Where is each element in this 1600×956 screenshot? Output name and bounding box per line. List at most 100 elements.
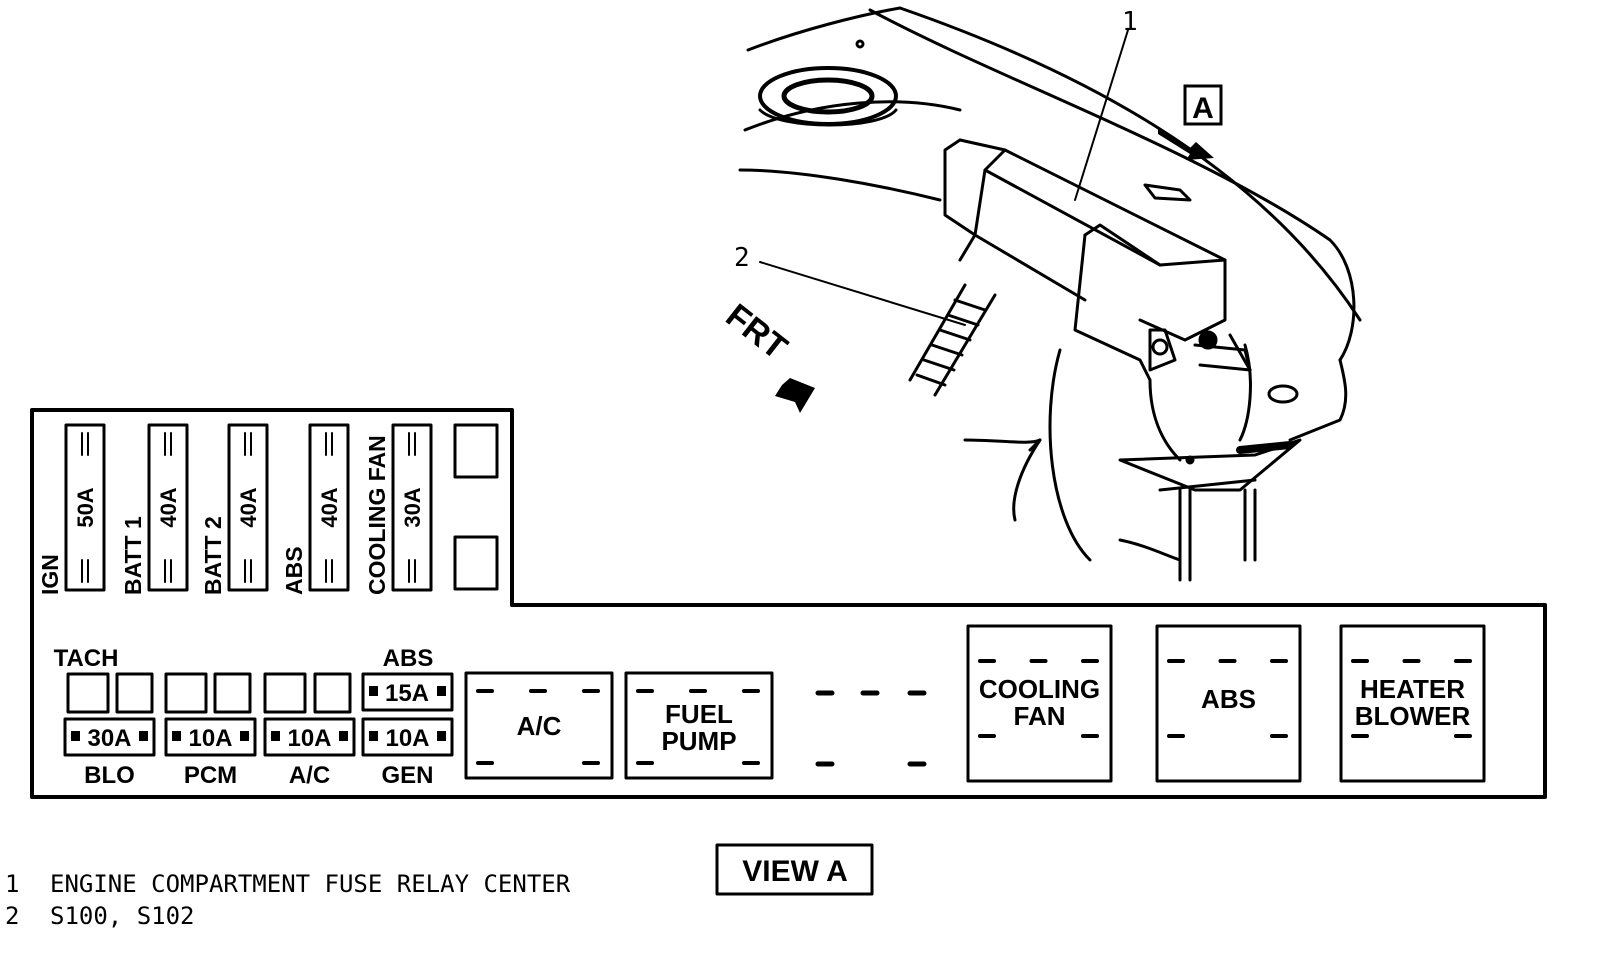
mini-fuse-abs-tab-left [369, 686, 378, 696]
empty-relay-terminals [815, 690, 927, 767]
relay-body [966, 624, 1113, 783]
relay-body [464, 671, 614, 780]
maxi-fuse-name: BATT 1 [120, 516, 146, 595]
maxi-fuse-body [227, 423, 269, 592]
view-title: VIEW A [742, 855, 848, 888]
relay-label-line2: PUMP [661, 726, 736, 756]
mini-fuse-lower-row: 30A BLO 10A PCM 10A A/C 10A GEN [63, 717, 454, 789]
maxi-fuse-body [64, 423, 106, 592]
front-arrow: FRT [719, 297, 815, 413]
mini-fuse-tab-right [437, 731, 446, 741]
relay: ABS [1155, 624, 1302, 783]
maxi-fuse-terminal-top [244, 432, 252, 456]
mini-fuse: 30A BLO [63, 717, 156, 789]
mini-fuse-body [63, 717, 156, 757]
maxi-fuse: 50A IGN [37, 423, 106, 595]
maxi-fuse-terminal-bottom [164, 559, 172, 583]
maxi-fuse-rating: 50A [73, 487, 98, 527]
relay-label-line1: FUEL [665, 699, 733, 729]
maxi-fuse-terminal-top [81, 432, 89, 456]
maxi-fuse-name: COOLING FAN [364, 435, 390, 595]
mini-fuse-tab-left [71, 731, 80, 741]
maxi-fuse-body [391, 423, 433, 592]
legend-number-2: 2 [5, 902, 19, 930]
mini-fuse-rating: 30A [87, 725, 131, 752]
mini-fuse-abs-tab-right [437, 686, 446, 696]
mini-fuse-tab-left [271, 731, 280, 741]
maxi-fuse-name: BATT 2 [200, 516, 226, 595]
mini-fuse-name: BLO [84, 762, 135, 789]
relay-label-line1: COOLING [979, 674, 1100, 704]
relay-label-line2: FAN [1014, 701, 1066, 731]
engine-compartment-illustration [738, 6, 1362, 582]
mini-fuse-rating: 10A [287, 725, 331, 752]
relay-label-line2: BLOWER [1355, 701, 1471, 731]
callout-1: 1 [1122, 7, 1138, 37]
mini-fuse-body [164, 717, 257, 757]
mini-fuse-tab-right [240, 731, 249, 741]
mini-fuse-name: PCM [184, 762, 237, 789]
view-a-arrow: A [1158, 84, 1223, 160]
spare-socket-upper [453, 423, 499, 479]
maxi-fuse-terminal-bottom [81, 559, 89, 583]
legend-text-1: ENGINE COMPARTMENT FUSE RELAY CENTER [50, 870, 571, 898]
mini-fuse-name: A/C [289, 762, 330, 789]
mini-fuse-socket [313, 672, 352, 714]
relay-label-line1: ABS [1201, 684, 1256, 714]
tach-label: TACH [54, 645, 119, 672]
legend-text-2: S100, S102 [50, 902, 195, 930]
maxi-fuse-terminal-top [164, 432, 172, 456]
maxi-fuse-terminal-bottom [408, 559, 416, 583]
maxi-fuse-body [308, 423, 350, 592]
maxi-fuse-terminal-bottom [244, 559, 252, 583]
maxi-fuse-rating: 40A [156, 487, 181, 527]
callout-2: 2 [734, 243, 750, 273]
view-a-arrow-head [1158, 128, 1214, 160]
mini-fuse-tab-right [339, 731, 348, 741]
mini-fuse-rating: 10A [385, 725, 429, 752]
mini-fuse-body [361, 717, 454, 757]
mini-fuse-tab-left [369, 731, 378, 741]
front-label: FRT [719, 297, 795, 368]
mini-fuse-abs-rating: 15A [385, 680, 429, 707]
mini-fuse: 10A A/C [263, 717, 356, 789]
mini-fuse-tab-left [172, 731, 181, 741]
mini-fuse-name: GEN [381, 762, 433, 789]
relay-body [1339, 624, 1486, 783]
mini-fuse-socket [263, 672, 307, 714]
mini-fuse-abs: 15A [361, 672, 454, 712]
fuse-panel-outline [30, 408, 1547, 799]
mini-fuse-socket [213, 672, 252, 714]
view-title-box [715, 843, 874, 896]
view-a-arrow-letter: A [1192, 92, 1214, 125]
mini-fuse-upper-row [66, 672, 352, 714]
mini-fuse-rating: 10A [188, 725, 232, 752]
view-a-arrow-box [1183, 84, 1223, 126]
abs-mini-label: ABS [383, 645, 434, 672]
relay-body [1155, 624, 1302, 783]
front-arrow-head [775, 378, 815, 413]
maxi-fuse-terminal-top [408, 432, 416, 456]
mini-fuse-socket [66, 672, 110, 714]
mini-fuse-socket [164, 672, 208, 714]
relay: A/C [464, 671, 614, 780]
mini-fuse: 10A PCM [164, 717, 257, 789]
maxi-fuse: 40A BATT 1 [120, 423, 189, 595]
maxi-fuse-name: IGN [37, 554, 63, 595]
maxi-fuse-rating: 30A [400, 487, 425, 527]
maxi-fuse-rating: 40A [236, 487, 261, 527]
mini-fuse-socket [115, 672, 154, 714]
relay-body [624, 671, 774, 780]
relay-label-line1: HEATER [1360, 674, 1465, 704]
maxi-fuse-terminal-bottom [325, 559, 333, 583]
relay-label-line1: A/C [517, 711, 562, 741]
maxi-fuse: 30A COOLING FAN [364, 423, 433, 595]
maxi-fuse-name: ABS [281, 546, 307, 595]
